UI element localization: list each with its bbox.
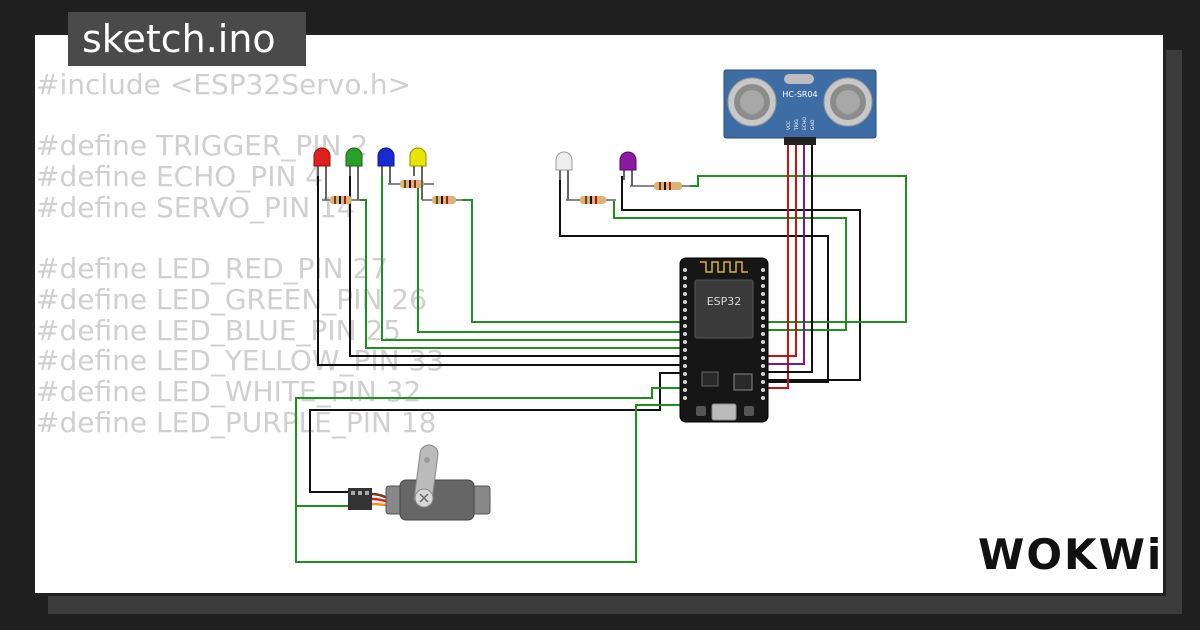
code-line: #include <ESP32Servo.h> bbox=[36, 68, 412, 101]
wire-yellow-led[interactable] bbox=[458, 199, 684, 323]
wire-purple-led[interactable] bbox=[686, 175, 907, 323]
file-tab[interactable]: sketch.ino bbox=[68, 12, 306, 66]
code-line: #define LED_GREEN_PIN 26 bbox=[36, 282, 427, 316]
resistor[interactable] bbox=[566, 196, 616, 204]
board-label: ESP32 bbox=[707, 295, 742, 308]
esp32-board[interactable]: ESP32 bbox=[679, 257, 769, 423]
resistor[interactable] bbox=[388, 180, 434, 188]
wire-sensor-echo[interactable] bbox=[764, 145, 805, 365]
wire-sensor-vcc[interactable] bbox=[764, 145, 789, 389]
resistors bbox=[322, 180, 690, 204]
led-green[interactable] bbox=[345, 147, 363, 200]
code-line: #define LED_PURPLE_PIN 18 bbox=[36, 405, 437, 439]
wires bbox=[295, 145, 907, 563]
code-line: #define LED_BLUE_PIN 25 bbox=[36, 313, 402, 347]
wire-servo-gnd[interactable] bbox=[309, 372, 684, 493]
wire-white-led-gnd[interactable] bbox=[559, 176, 829, 383]
code-line: #define LED_WHITE_PIN 32 bbox=[36, 374, 422, 408]
code-listing: #include <ESP32Servo.h> #define TRIGGER_… bbox=[36, 68, 445, 439]
leds bbox=[313, 147, 637, 200]
wire-green-led-gnd[interactable] bbox=[349, 172, 684, 357]
led-red[interactable] bbox=[313, 147, 331, 200]
resistor[interactable] bbox=[322, 196, 360, 204]
sensor-label: HC-SR04 bbox=[782, 90, 817, 99]
sensor-pin-label: TRIG bbox=[794, 119, 800, 131]
wire-red-led-gnd[interactable] bbox=[317, 172, 684, 366]
wire-blue-led[interactable] bbox=[417, 183, 684, 333]
wire-sensor-gnd[interactable] bbox=[764, 145, 813, 373]
wire-servo-power[interactable] bbox=[295, 387, 684, 563]
led-blue[interactable] bbox=[377, 147, 395, 184]
led-yellow[interactable] bbox=[409, 147, 427, 200]
sensor-pin-label: ECHO bbox=[802, 117, 808, 130]
sensor-pin-labels: VCC TRIG ECHO GND bbox=[786, 117, 816, 131]
code-line: #define TRIGGER_PIN 2 bbox=[36, 129, 369, 163]
led-purple[interactable] bbox=[619, 151, 637, 186]
led-white[interactable] bbox=[555, 151, 573, 200]
ultrasonic-sensor[interactable]: HC-SR04 VCC TRIG ECHO GND bbox=[723, 69, 877, 145]
wire-sensor-trig[interactable] bbox=[764, 145, 797, 357]
code-line: #define ECHO_PIN 4 bbox=[36, 160, 324, 194]
resistor[interactable] bbox=[630, 182, 690, 190]
wire-red-led[interactable] bbox=[358, 199, 684, 349]
code-line: #define LED_RED_PIN 27 bbox=[36, 252, 389, 286]
board-pin-headers bbox=[683, 268, 765, 400]
preview-card bbox=[32, 32, 1166, 596]
wire-green-led[interactable] bbox=[381, 172, 684, 341]
code-line: #define LED_YELLOW_PIN 33 bbox=[36, 344, 445, 378]
sensor-pin-label: GND bbox=[810, 119, 816, 130]
wokwi-logo: WOKWi bbox=[978, 530, 1164, 579]
wire-purple-led-gnd[interactable] bbox=[621, 176, 861, 381]
sensor-pin-label: VCC bbox=[786, 121, 792, 130]
wire-white-led[interactable] bbox=[613, 200, 847, 331]
code-line: #define SERVO_PIN 14 bbox=[36, 190, 355, 224]
servo-motor[interactable] bbox=[348, 444, 491, 521]
resistor[interactable] bbox=[422, 196, 462, 204]
